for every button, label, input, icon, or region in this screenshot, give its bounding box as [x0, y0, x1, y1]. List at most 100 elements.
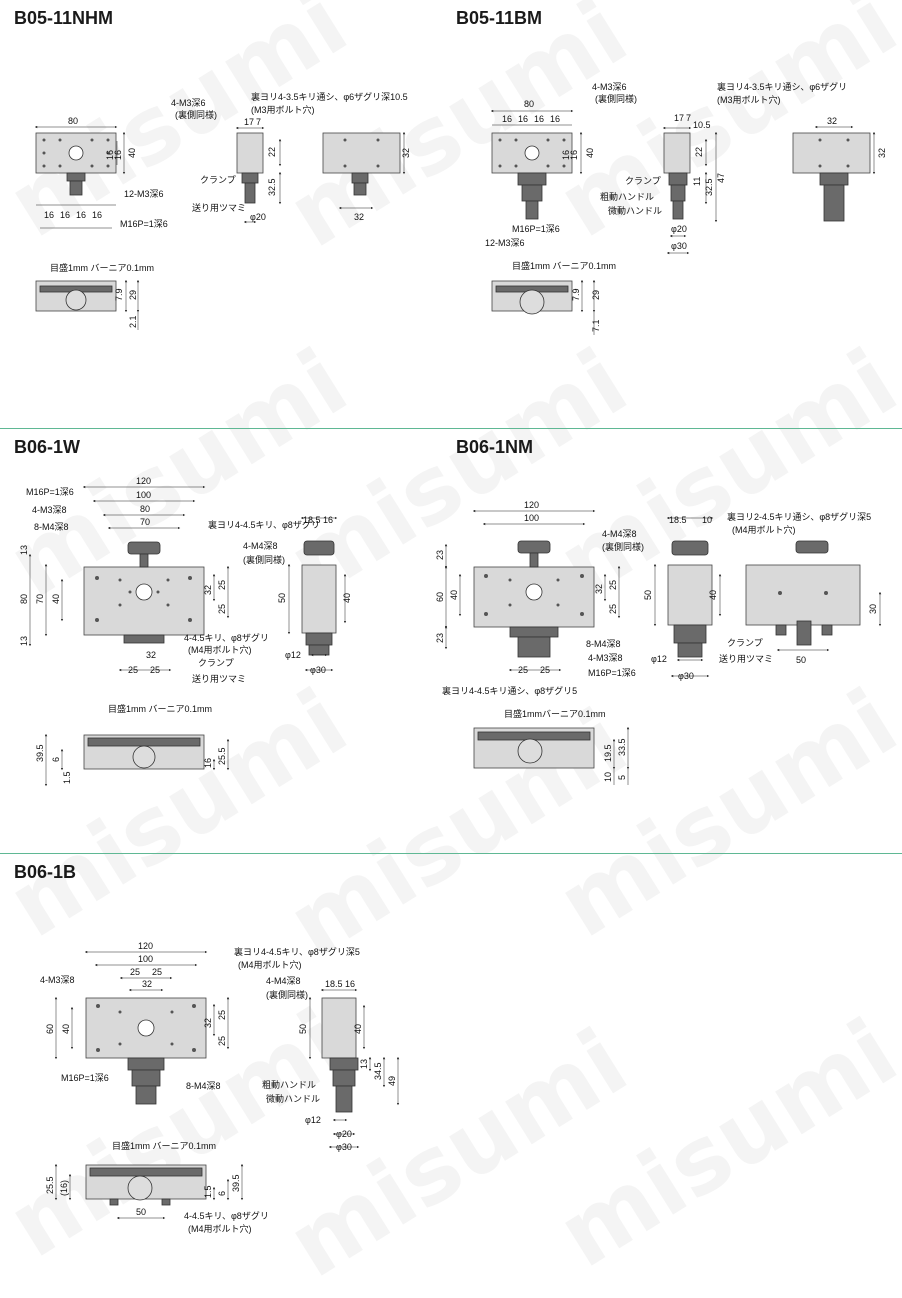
dim: 19.5: [603, 744, 613, 762]
label-fine: 微動ハンドル: [266, 1093, 320, 1104]
b06-1b-labels: 4-M3深8 裏ヨリ4-4.5キリ、φ8ザグリ深5 (M4用ボルト穴) 4-M4…: [40, 941, 397, 1234]
dim: 25: [130, 967, 140, 977]
dim: 13: [359, 1059, 369, 1069]
dim: 17: [674, 113, 684, 123]
section-title-b05-11bm: B05-11BM: [456, 8, 543, 28]
section-title-b06-1b: B06-1B: [14, 862, 77, 882]
dim: 25.5: [45, 1176, 55, 1194]
dim: φ30: [678, 671, 694, 681]
dim: 80: [19, 594, 29, 604]
dim: φ12: [305, 1115, 321, 1125]
dim: 16: [534, 114, 544, 124]
label-scale: 目盛1mmバーニア0.1mm: [504, 708, 606, 719]
label-scale: 目盛1mm バーニア0.1mm: [512, 260, 616, 271]
dim: 16: [518, 114, 528, 124]
dim: 49: [387, 1076, 397, 1086]
dim: 32: [203, 585, 213, 595]
dim: 6: [51, 757, 61, 762]
section-title-b05-11nhm: B05-11NHM: [14, 8, 114, 28]
dim: 6: [217, 1191, 227, 1196]
label-back: 裏ヨリ4-3.5キリ通シ、φ6ザグリ: [717, 81, 847, 92]
dim: φ12: [285, 650, 301, 660]
dim: 32: [594, 584, 604, 594]
dim: 16: [203, 758, 213, 768]
label-feed: 送り用ツマミ: [192, 673, 246, 684]
dim: 25: [152, 967, 162, 977]
label-scale: 目盛1mm バーニア0.1mm: [112, 1140, 216, 1151]
dim: 60: [435, 592, 445, 602]
dim: 40: [61, 1024, 71, 1034]
dim: 32: [401, 148, 411, 158]
dim: 32: [877, 148, 887, 158]
dim: 40: [353, 1024, 363, 1034]
dim: 16: [561, 150, 571, 160]
label-scale: 目盛1mm バーニア0.1mm: [50, 262, 154, 273]
dim: 22: [694, 147, 704, 157]
dim: 5: [617, 775, 627, 780]
label-clamp: クランプ: [200, 175, 236, 185]
label-m3: 4-M3深8: [588, 653, 623, 663]
dim: 25: [608, 604, 618, 614]
dim: 50: [643, 590, 653, 600]
dim: 13: [19, 636, 29, 646]
label-m16: M16P=1深6: [588, 668, 636, 678]
dim: 16: [569, 150, 579, 160]
dim: 25: [217, 580, 227, 590]
dim: 50: [298, 1024, 308, 1034]
label-m4-side: 4-M4深8: [266, 976, 301, 986]
dim: 33.5: [617, 738, 627, 756]
stage-top-view: [35, 132, 117, 174]
label-m3: 4-M3深6: [171, 98, 206, 108]
dim: 40: [585, 148, 595, 158]
section-title-b06-1w: B06-1W: [14, 437, 81, 457]
label-m16: M16P=1深6: [61, 1073, 109, 1083]
label-back: 裏ヨリ4-4.5キリ、φ8ザグリ深5: [234, 946, 360, 957]
dim: 16: [502, 114, 512, 124]
dim: 80: [524, 99, 534, 109]
dim: 16: [92, 210, 102, 220]
dim: 7: [686, 113, 691, 123]
dim: 32: [827, 116, 837, 126]
label-feed: 送り用ツマミ: [719, 653, 773, 664]
label-m4: 8-M4深8: [186, 1081, 221, 1091]
dim: 1.5: [203, 1185, 213, 1198]
dim: 80: [140, 504, 150, 514]
dim: 25.5: [217, 747, 227, 765]
label-back2: 裏ヨリ4-4.5キリ通シ、φ8ザグリ5: [442, 685, 577, 696]
dim: 25: [518, 665, 528, 675]
dim: 40: [342, 593, 352, 603]
dim: 32.5: [704, 178, 714, 196]
label-clamp: クランプ: [625, 176, 661, 186]
dim: 10.5: [693, 120, 711, 130]
section-title-b06-1nm: B06-1NM: [456, 437, 534, 457]
dim: 25: [217, 1036, 227, 1046]
dim: 23: [435, 633, 445, 643]
section-divider: [0, 853, 902, 854]
dim: 22: [267, 147, 277, 157]
dim: 120: [524, 500, 539, 510]
dim: (16): [59, 1180, 69, 1196]
stage-front-view: [322, 132, 401, 174]
dim: 7: [256, 117, 261, 127]
dim: 50: [136, 1207, 146, 1217]
dim: 70: [35, 594, 45, 604]
dim: 16: [345, 979, 355, 989]
drawing-canvas: 4-M3深6 (裏側同様) 裏ヨリ4-3.5キリ通シ、φ6ザグリ深10.5 (M…: [19, 81, 887, 1234]
dim: 25: [217, 604, 227, 614]
dim: 120: [138, 941, 153, 951]
dim: 50: [277, 593, 287, 603]
dim: 32.5: [267, 178, 277, 196]
dim: 40: [708, 590, 718, 600]
label-back: 裏ヨリ2-4.5キリ通シ、φ8ザグリ深5: [727, 511, 871, 522]
dim: 40: [449, 590, 459, 600]
dim: 25: [540, 665, 550, 675]
label-m3: 4-M3深6: [592, 82, 627, 92]
b06-1w-drawing: [28, 485, 347, 787]
dim: φ12: [651, 654, 667, 664]
label-scale: 目盛1mm バーニア0.1mm: [108, 703, 212, 714]
label-back-sub: (M3用ボルト穴): [251, 104, 315, 115]
dim: 25: [128, 665, 138, 675]
b05-11bm-drawing: [490, 109, 876, 335]
dim: 50: [796, 655, 806, 665]
dim: 16: [60, 210, 70, 220]
